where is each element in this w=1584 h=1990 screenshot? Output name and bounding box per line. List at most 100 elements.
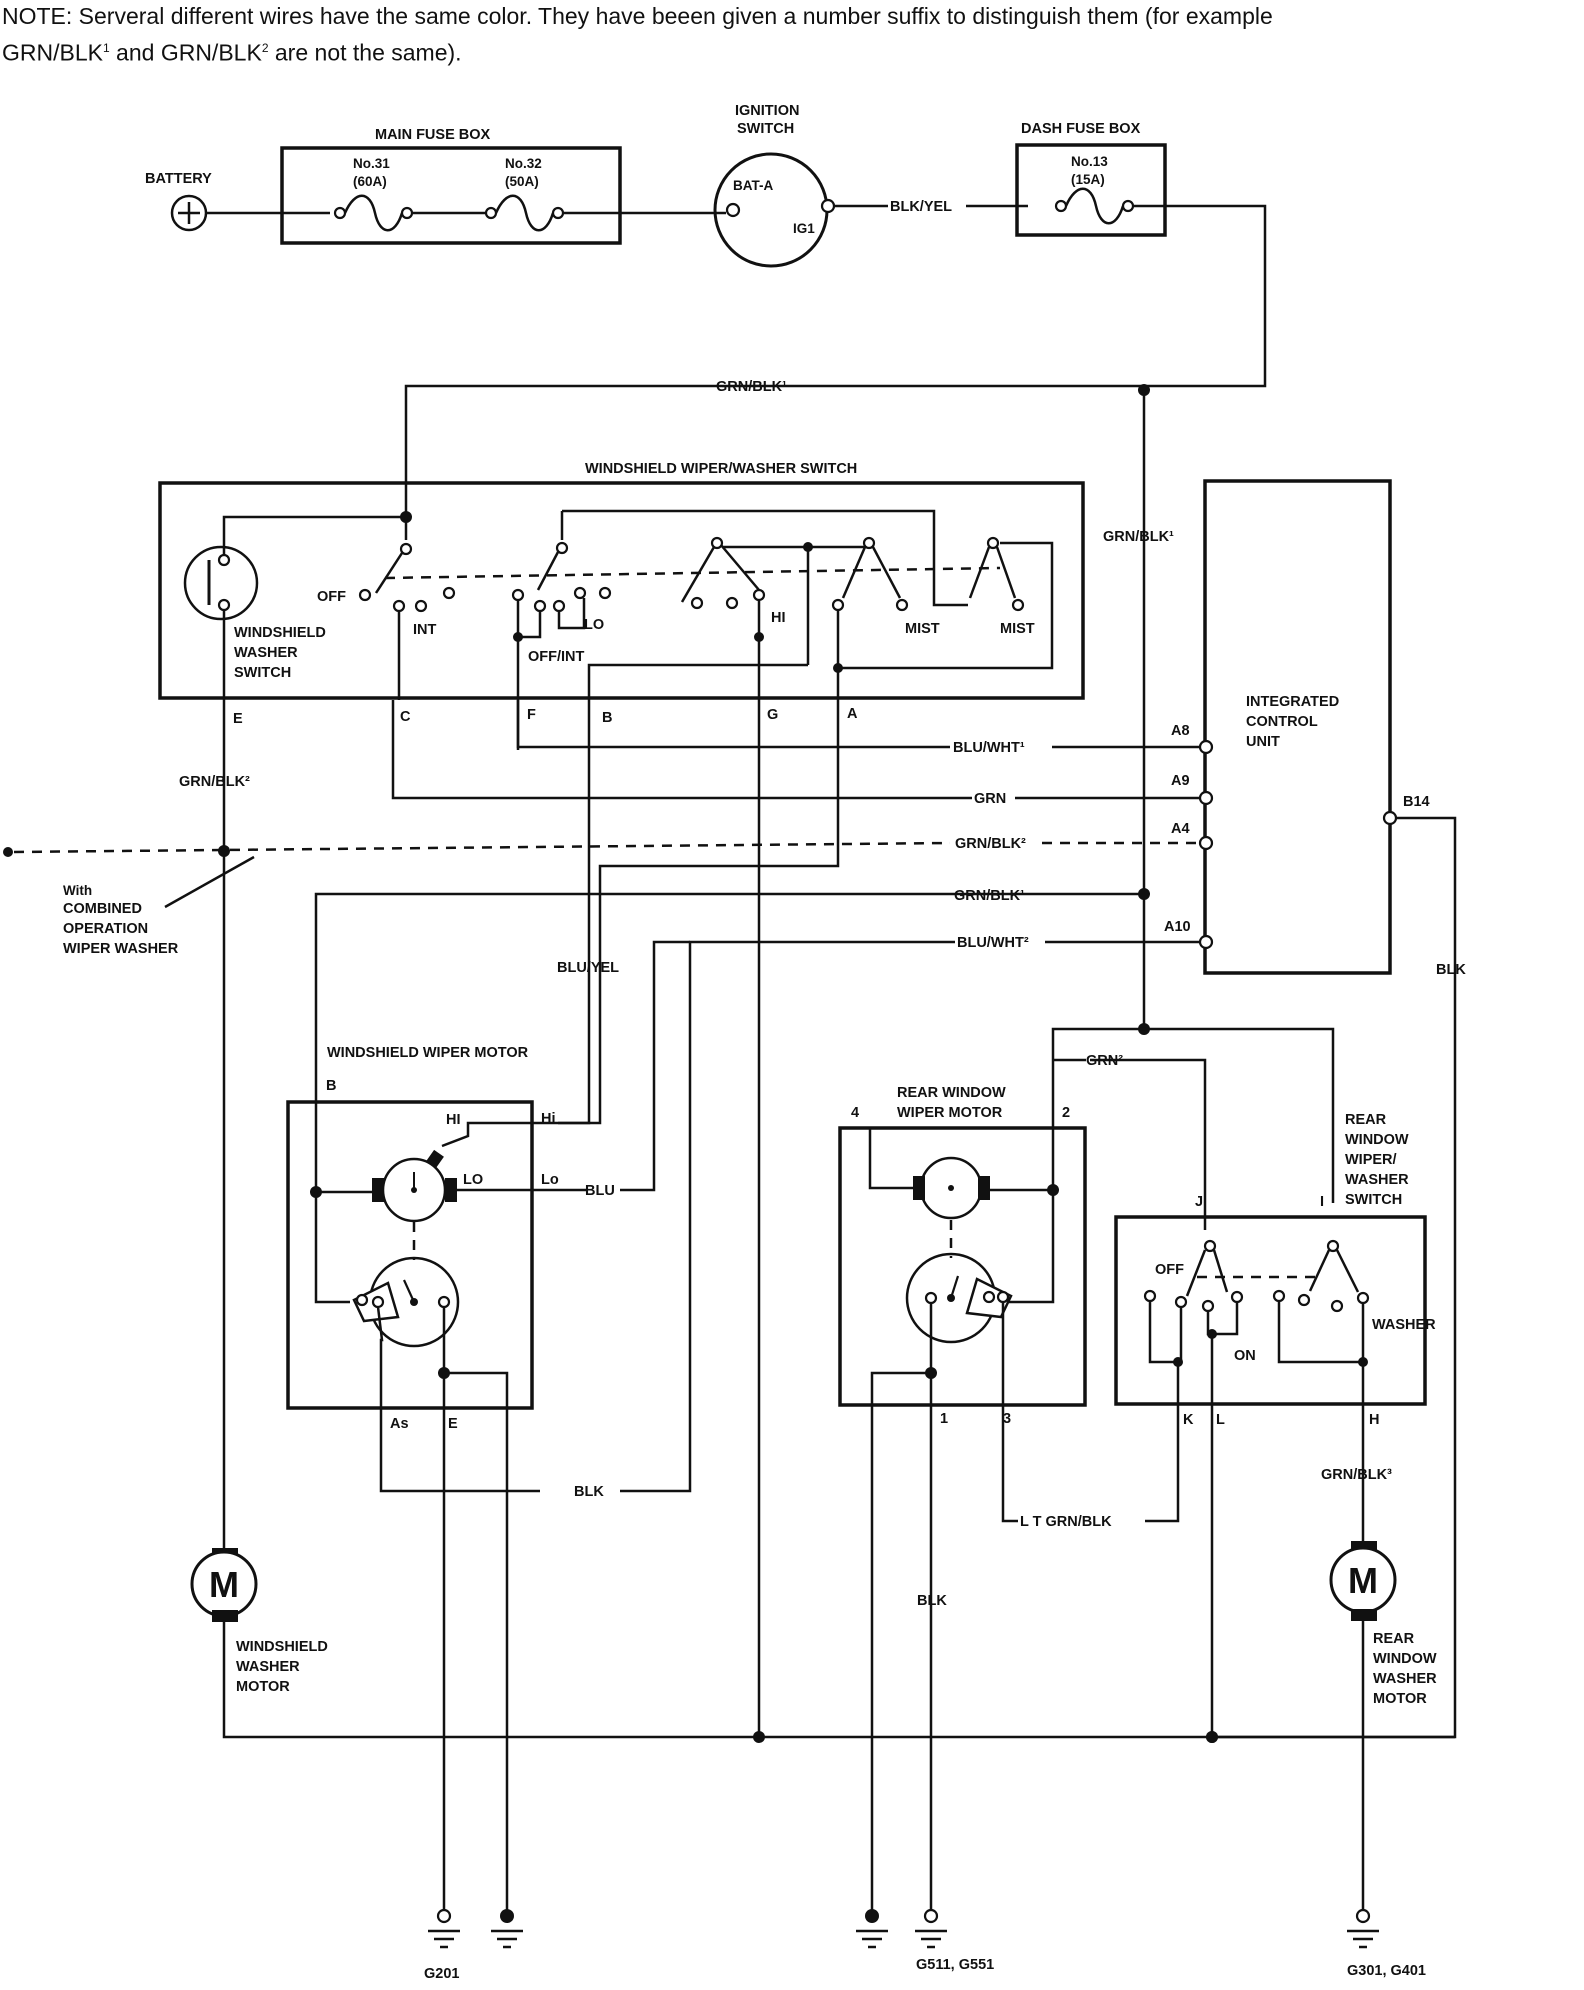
ig1-label: IG1	[793, 221, 815, 236]
ignition-switch-label-2: SWITCH	[737, 121, 794, 137]
rear-motor-label-2: WIPER MOTOR	[897, 1105, 1003, 1121]
ground-g201-label: G201	[424, 1966, 459, 1982]
rear-washer-motor-label-2: WINDOW	[1373, 1651, 1437, 1667]
washer-switch-label-1: WINDSHIELD	[234, 625, 326, 641]
rear-washer-motor-label-3: WASHER	[1373, 1671, 1437, 1687]
icu-box	[1203, 479, 1392, 975]
dash-fuse-box	[1015, 143, 1167, 237]
motor-brush-hi: HI	[446, 1112, 461, 1128]
fuse-13-rating: (15A)	[1071, 172, 1105, 187]
rear-motor-label-1: REAR WINDOW	[897, 1085, 1006, 1101]
terminal-g: G	[767, 707, 778, 723]
terminal-a: A	[847, 706, 858, 722]
wire-blk-yel: BLK/YEL	[890, 199, 952, 215]
fuse-31-rating: (60A)	[353, 174, 387, 189]
sw-terminal-j: J	[1195, 1194, 1203, 1210]
rear-wiper-washer-switch: REAR WINDOW WIPER/ WASHER SWITCH J I OFF…	[1114, 1112, 1436, 1743]
rear-position-on: ON	[1234, 1348, 1256, 1364]
position-hi: HI	[771, 610, 786, 626]
rear-washer-motor-label-1: REAR	[1373, 1631, 1415, 1647]
position-off-int: OFF/INT	[528, 649, 585, 665]
rear-motor-armature-icon	[913, 1156, 990, 1220]
rear-switch-label-5: SWITCH	[1345, 1192, 1402, 1208]
wire-lt-grn-blk: L T GRN/BLK	[1020, 1514, 1112, 1530]
motor-terminal-e: E	[448, 1416, 458, 1432]
rear-switch-label-2: WINDOW	[1345, 1132, 1409, 1148]
with-combined-arrow	[164, 855, 255, 909]
fuse-32-rating: (50A)	[505, 174, 539, 189]
power-supply-section: BATTERY MAIN FUSE BOX No.31 (60A) No.32 …	[145, 103, 1267, 388]
fuse-32-icon	[484, 194, 565, 232]
terminal-a4: A4	[1171, 821, 1190, 837]
icu-label-1: INTEGRATED	[1246, 694, 1339, 710]
rear-position-washer: WASHER	[1372, 1317, 1436, 1333]
rear-terminal-2: 2	[1062, 1105, 1070, 1121]
wire-grn-blk3: GRN/BLK³	[1321, 1467, 1392, 1483]
sw-terminal-l: L	[1216, 1412, 1225, 1428]
main-fuse-box-label: MAIN FUSE BOX	[375, 127, 491, 143]
rear-motor-box	[838, 1126, 1087, 1407]
with-combined-label-4: WIPER WASHER	[63, 941, 179, 957]
rear-switch-label-1: REAR	[1345, 1112, 1387, 1128]
position-mist-1: MIST	[905, 621, 940, 637]
rear-window-washer-motor: M REAR WINDOW WASHER MOTOR	[1329, 1541, 1437, 1910]
terminal-a8: A8	[1171, 723, 1190, 739]
note-wire-1: GRN/BLK	[2, 39, 103, 66]
position-mist-2: MIST	[1000, 621, 1035, 637]
note-sup-1: 1	[102, 41, 110, 55]
fuse-31-label: No.31	[353, 156, 390, 171]
sw-terminal-k: K	[1183, 1412, 1194, 1428]
wiper-washer-switch-box	[158, 481, 1085, 700]
position-int: INT	[413, 622, 437, 638]
rear-terminal-1: 1	[940, 1411, 948, 1427]
with-combined-label-3: OPERATION	[63, 921, 148, 937]
fuse-13-icon	[1054, 187, 1135, 225]
grn-blk1-bus: GRN/BLK¹ GRN/BLK¹	[404, 379, 1174, 1029]
wire-grn-blk2-dash: GRN/BLK²	[955, 836, 1026, 852]
wire-grn: GRN	[974, 791, 1006, 807]
ignition-switch-label-1: IGNITION	[735, 103, 799, 119]
note-line-2: GRN/BLK1 and GRN/BLK2 are not the same).	[0, 32, 1584, 69]
icu-label-2: CONTROL	[1246, 714, 1318, 730]
note-wire-2: and GRN/BLK	[109, 39, 262, 66]
ground-g301: G301, G401	[1347, 1908, 1426, 1979]
note-line-1: NOTE: Serveral different wires have the …	[2, 3, 1273, 29]
with-combined-label-1: With	[63, 883, 92, 898]
icu-label-3: UNIT	[1246, 734, 1280, 750]
ws-washer-motor-label-2: WASHER	[236, 1659, 300, 1675]
fuse-31-icon	[333, 194, 414, 232]
terminal-c: C	[400, 709, 411, 725]
wire-blk-rear: BLK	[917, 1593, 947, 1609]
wiper-motor-box	[286, 1100, 534, 1410]
motor-terminal-hi: Hi	[541, 1111, 556, 1127]
motor-terminal-as: As	[390, 1416, 409, 1432]
windshield-wiper-washer-switch: WINDSHIELD WIPER/WASHER SWITCH WINDSHIEL…	[158, 461, 1085, 750]
wire-grn-blk1-mid: GRN/BLK¹	[954, 888, 1025, 904]
position-off: OFF	[317, 589, 346, 605]
rear-washer-motor-symbol: M	[1348, 1560, 1378, 1601]
windshield-wiper-motor: WINDSHIELD WIPER MOTOR B HI Hi LO Lo BLU	[286, 940, 690, 1910]
integrated-control-unit: INTEGRATED CONTROL UNIT A8 A9 A4 A10 B14…	[1164, 479, 1466, 1739]
ground-g511: G511, G551	[856, 1908, 994, 1973]
terminal-a10: A10	[1164, 919, 1191, 935]
washer-switch-label-3: SWITCH	[234, 665, 291, 681]
note-sup-2: 2	[261, 41, 269, 55]
wire-grn-blk1-vertical: GRN/BLK¹	[1103, 529, 1174, 545]
ws-washer-motor-label-1: WINDSHIELD	[236, 1639, 328, 1655]
rear-terminal-3: 3	[1003, 1411, 1011, 1427]
wiper-washer-switch-label: WINDSHIELD WIPER/WASHER SWITCH	[585, 461, 857, 477]
washer-switch-label-2: WASHER	[234, 645, 298, 661]
note-text: NOTE: Serveral different wires have the …	[0, 0, 1584, 80]
ws-washer-motor-label-3: MOTOR	[236, 1679, 290, 1695]
main-fuse-box	[280, 146, 622, 245]
motor-terminal-b: B	[326, 1078, 336, 1094]
rear-window-wiper-motor: GRN² REAR WINDOW WIPER MOTOR 4 2	[838, 1023, 1335, 1910]
wiper-motor-label: WINDSHIELD WIPER MOTOR	[327, 1045, 529, 1061]
bat-a-label: BAT-A	[733, 178, 773, 193]
wire-grn-blk1-top: GRN/BLK¹	[716, 379, 787, 395]
wire-grn-blk2-left: GRN/BLK²	[179, 774, 250, 790]
rear-switch-label-4: WASHER	[1345, 1172, 1409, 1188]
terminal-f: F	[527, 707, 536, 723]
sw-terminal-h: H	[1369, 1412, 1379, 1428]
